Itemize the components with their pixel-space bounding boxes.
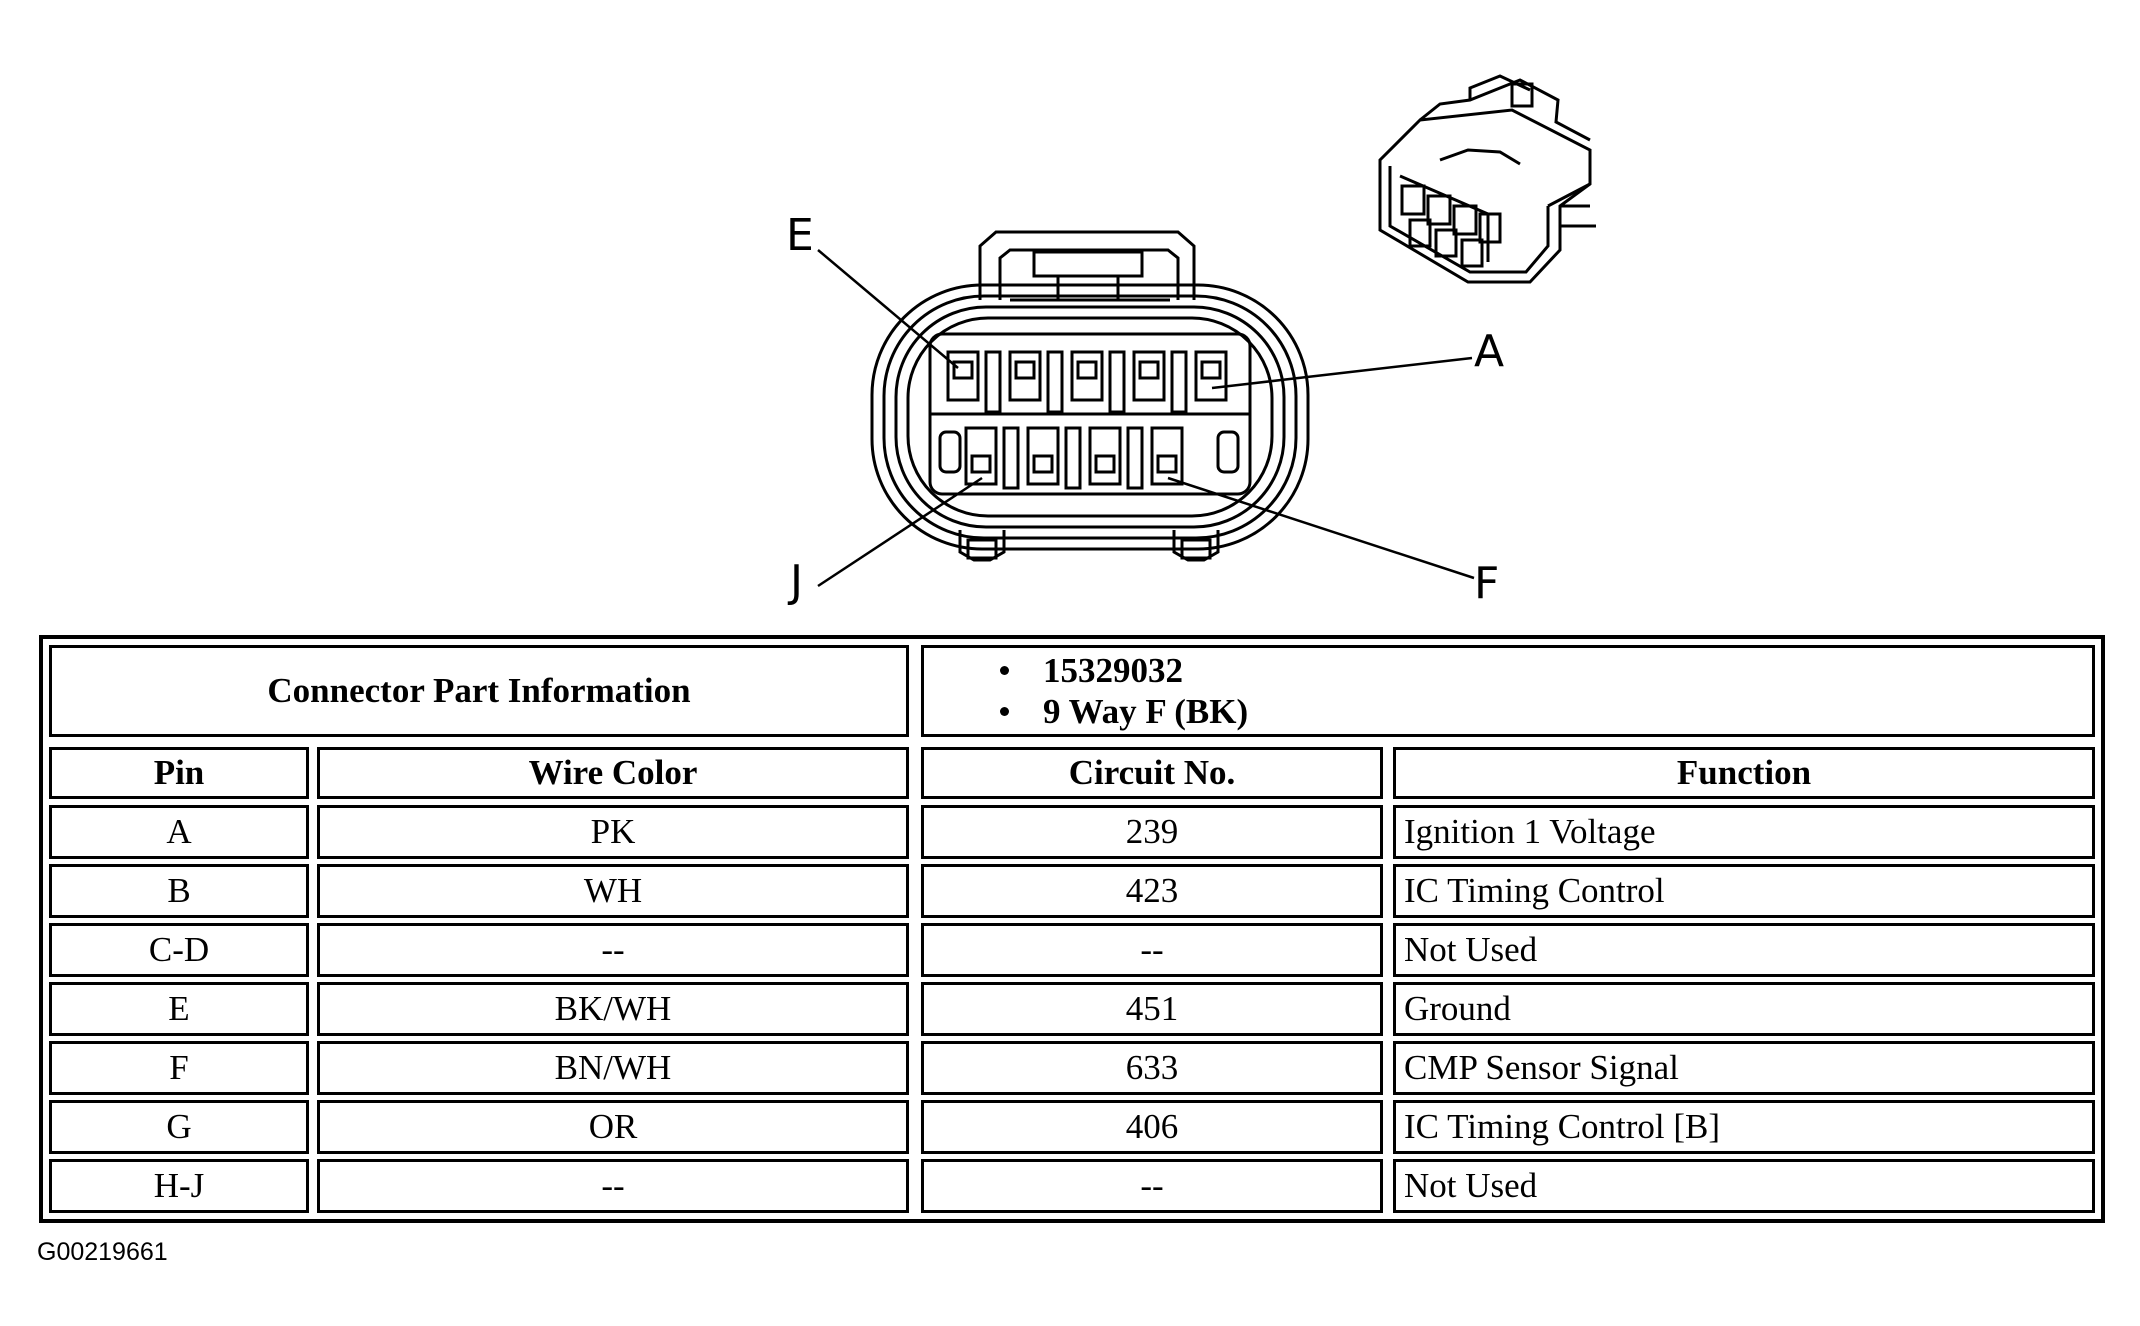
function-cell: Ground — [1393, 982, 2095, 1036]
function-cell: Ignition 1 Voltage — [1393, 805, 2095, 859]
function-cell: CMP Sensor Signal — [1393, 1041, 2095, 1095]
wire-color-cell: -- — [317, 923, 909, 977]
wire-color-cell: PK — [317, 805, 909, 859]
connector-face — [870, 230, 1310, 562]
connector-3d-view — [1378, 74, 1596, 284]
wire-color-cell: BK/WH — [317, 982, 909, 1036]
connector-type: 9 Way F (BK) — [1043, 692, 1249, 731]
pin-cell: A — [49, 805, 309, 859]
circuit-no-cell: 423 — [921, 864, 1383, 918]
pin-cell: F — [49, 1041, 309, 1095]
function-cell: IC Timing Control — [1393, 864, 2095, 918]
circuit-no-cell: 451 — [921, 982, 1383, 1036]
pin-cell: G — [49, 1100, 309, 1154]
header-circuit-no: Circuit No. — [921, 747, 1383, 799]
part-info-label: Connector Part Information — [49, 645, 909, 737]
figure-id: G00219661 — [37, 1238, 168, 1266]
lower-terminals — [938, 426, 1240, 490]
circuit-no-cell: 406 — [921, 1100, 1383, 1154]
function-cell: Not Used — [1393, 1159, 2095, 1213]
pin-label-f: F — [1474, 558, 1499, 609]
header-function: Function — [1393, 747, 2095, 799]
wire-color-cell: WH — [317, 864, 909, 918]
part-number: 15329032 — [1043, 651, 1183, 690]
pin-cell: B — [49, 864, 309, 918]
part-number-item: 15329032 — [1000, 650, 1183, 691]
function-cell: Not Used — [1393, 923, 2095, 977]
pin-label-a: A — [1474, 326, 1504, 377]
bullet-icon — [1000, 707, 1009, 716]
connector-type-item: 9 Way F (BK) — [1000, 691, 1248, 732]
wire-color-cell: BN/WH — [317, 1041, 909, 1095]
pin-cell: H-J — [49, 1159, 309, 1213]
pin-label-j: J — [787, 556, 803, 607]
wire-color-cell: -- — [317, 1159, 909, 1213]
pin-cell: C-D — [49, 923, 309, 977]
header-pin: Pin — [49, 747, 309, 799]
part-info-values: 15329032 9 Way F (BK) — [921, 645, 2095, 737]
wire-color-cell: OR — [317, 1100, 909, 1154]
bullet-icon — [1000, 666, 1009, 675]
circuit-no-cell: -- — [921, 1159, 1383, 1213]
upper-terminals — [946, 350, 1228, 414]
function-cell: IC Timing Control [B] — [1393, 1100, 2095, 1154]
connector-info-table: Connector Part Information 15329032 9 Wa… — [39, 635, 2105, 1223]
leader-lines — [817, 249, 1475, 588]
header-wire-color: Wire Color — [317, 747, 909, 799]
circuit-no-cell: -- — [921, 923, 1383, 977]
circuit-no-cell: 633 — [921, 1041, 1383, 1095]
connector-diagram: E A J F — [786, 74, 1596, 609]
pin-cell: E — [49, 982, 309, 1036]
circuit-no-cell: 239 — [921, 805, 1383, 859]
pin-label-e: E — [786, 210, 814, 261]
